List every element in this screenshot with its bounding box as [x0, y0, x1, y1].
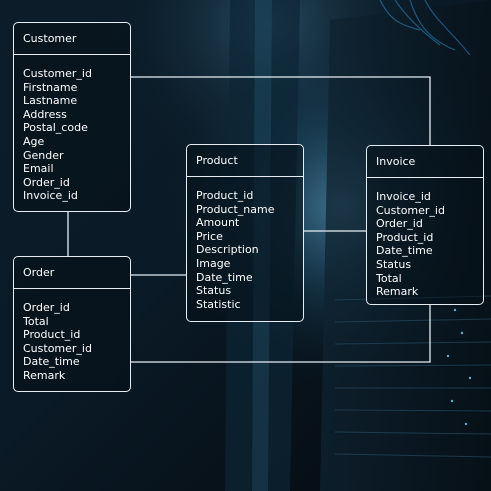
- field-remark: Remark: [23, 368, 66, 382]
- customer-entity-title: Customer: [14, 23, 130, 55]
- invoice-entity-title: Invoice: [367, 146, 483, 178]
- field-product-id: Product_id: [376, 230, 434, 244]
- field-customer-id: Customer_id: [376, 203, 445, 217]
- field-customer-id: Customer_id: [23, 341, 92, 355]
- customer-field-list: Customer_id Firstname Lastname Address P…: [14, 55, 130, 203]
- field-date-time: Date_time: [376, 244, 433, 258]
- customer-invoice-connector: [131, 76, 431, 145]
- product-entity-title: Product: [187, 145, 303, 177]
- field-product-id: Product_id: [23, 328, 81, 342]
- customer-entity[interactable]: Customer Customer_id Firstname Lastname …: [13, 22, 131, 212]
- field-age: Age: [23, 134, 45, 148]
- field-status: Status: [196, 284, 232, 298]
- field-order-id: Order_id: [376, 217, 423, 231]
- order-invoice-connector: [131, 305, 431, 363]
- field-lastname: Lastname: [23, 94, 78, 108]
- order-entity-title: Order: [14, 257, 130, 289]
- field-customer-id: Customer_id: [23, 67, 92, 80]
- field-amount: Amount: [196, 216, 240, 230]
- field-postal-code: Postal_code: [23, 121, 88, 135]
- field-address: Address: [23, 107, 67, 121]
- field-invoice-id: Invoice_id: [376, 190, 431, 203]
- field-date-time: Date_time: [196, 270, 253, 284]
- field-total: Total: [376, 271, 402, 285]
- field-statistic: Statistic: [196, 297, 241, 311]
- field-firstname: Firstname: [23, 80, 78, 94]
- field-product-id: Product_id: [196, 189, 254, 202]
- field-remark: Remark: [376, 285, 419, 299]
- field-gender: Gender: [23, 148, 64, 162]
- order-field-list: Order_id Total Product_id Customer_id Da…: [14, 289, 130, 383]
- field-email: Email: [23, 162, 54, 176]
- field-invoice-id: Invoice_id: [23, 189, 78, 203]
- field-total: Total: [23, 314, 49, 328]
- field-order-id: Order_id: [23, 301, 70, 314]
- invoice-field-list: Invoice_id Customer_id Order_id Product_…: [367, 178, 483, 299]
- product-entity[interactable]: Product Product_id Product_name Amount P…: [186, 144, 304, 322]
- field-price: Price: [196, 229, 223, 243]
- invoice-entity[interactable]: Invoice Invoice_id Customer_id Order_id …: [366, 145, 484, 305]
- field-date-time: Date_time: [23, 355, 80, 369]
- field-image: Image: [196, 256, 231, 270]
- field-order-id: Order_id: [23, 175, 70, 189]
- product-field-list: Product_id Product_name Amount Price Des…: [187, 177, 303, 311]
- field-status: Status: [376, 257, 412, 271]
- order-entity[interactable]: Order Order_id Total Product_id Customer…: [13, 256, 131, 392]
- field-product-name: Product_name: [196, 202, 275, 216]
- field-description: Description: [196, 243, 259, 257]
